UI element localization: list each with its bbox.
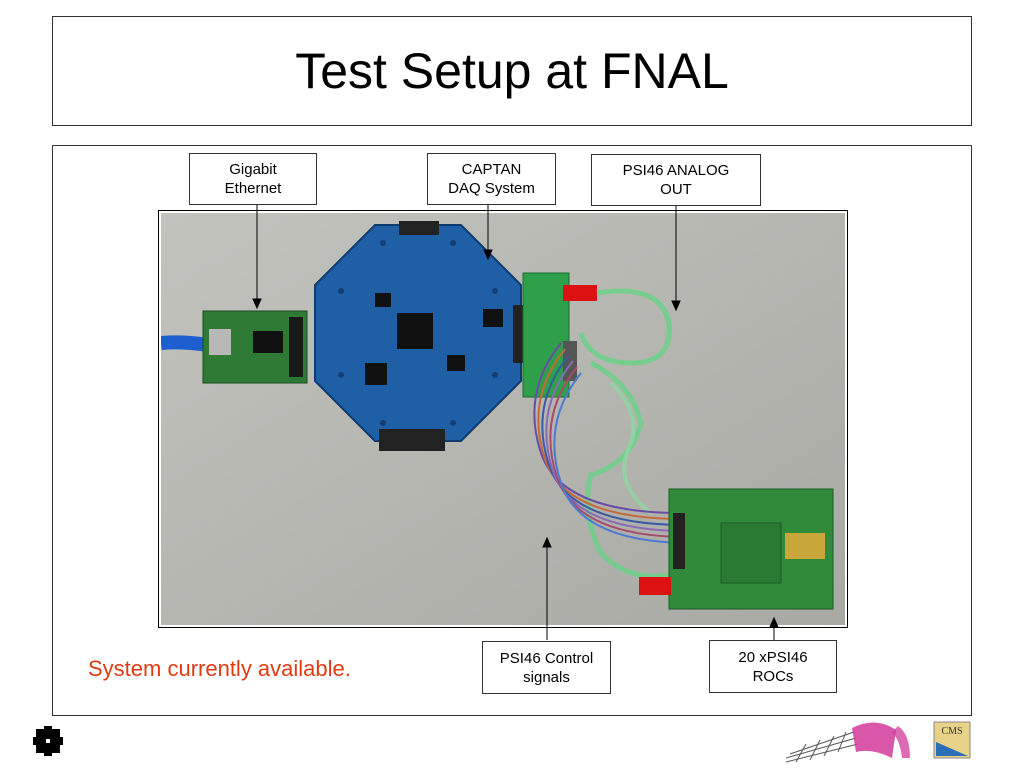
cms-logo-icon: CMS <box>933 721 971 759</box>
callout-line: Ethernet <box>224 180 282 197</box>
callout-line: ROCs <box>752 667 794 685</box>
fermilab-logo-icon <box>33 726 63 756</box>
callout-psi46-rocs: 20 xPSI46 ROCs <box>709 640 837 693</box>
content-box <box>52 145 972 716</box>
callout-line: signals <box>523 668 570 686</box>
cms-logo-text: CMS <box>941 726 962 737</box>
title-box: Test Setup at FNAL <box>52 16 972 126</box>
callout-line: PSI46 Control <box>499 649 594 667</box>
status-text: System currently available. <box>88 656 351 681</box>
callout-line: PSI46 ANALOG <box>622 162 730 179</box>
callout-captan-daq: CAPTAN DAQ System <box>427 153 556 205</box>
hardware-photo <box>158 210 848 628</box>
callout-psi46-analog-out: PSI46 ANALOG OUT <box>591 154 761 206</box>
callout-psi46-control-signals: PSI46 Control signals <box>482 641 611 694</box>
callout-line: CAPTAN <box>461 161 522 178</box>
slide-title: Test Setup at FNAL <box>295 43 729 99</box>
callout-line: 20 xPSI46 <box>738 648 808 666</box>
callout-line: OUT <box>660 181 692 198</box>
hardware-photo-icon <box>161 213 845 625</box>
cms-detector-graphic: CMS <box>786 721 971 763</box>
callout-line: Gigabit <box>229 161 277 178</box>
callout-gigabit-ethernet: Gigabit Ethernet <box>189 153 317 205</box>
callout-line: DAQ System <box>448 180 535 197</box>
